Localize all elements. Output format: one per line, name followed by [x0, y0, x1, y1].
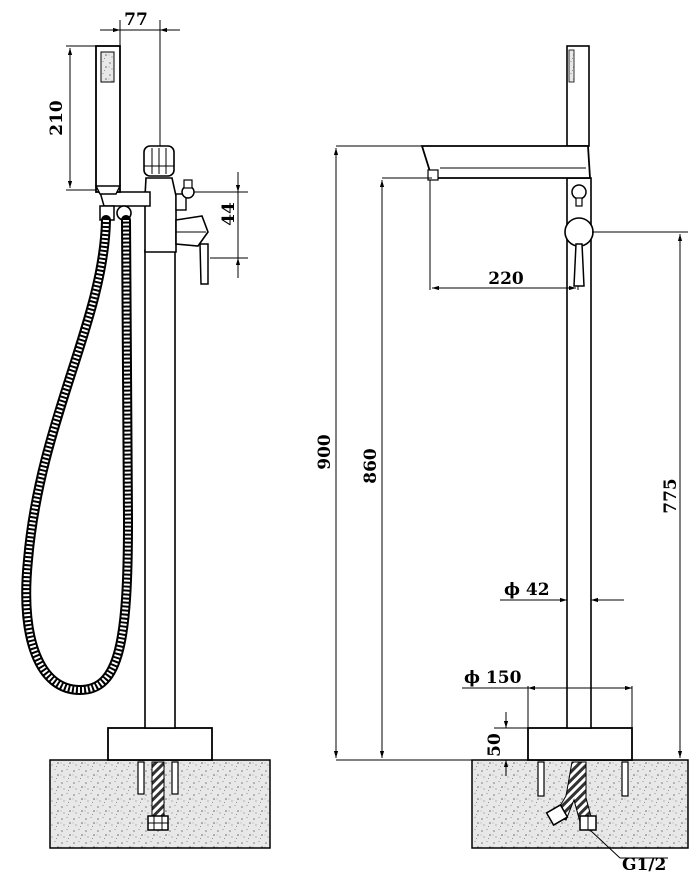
- inlet-nut-left: [147, 815, 169, 831]
- front-view: 900 860 775 220 ϕ 42 ϕ 150 50 G1/2: [315, 45, 689, 875]
- dim-valve-spacing: 44: [219, 202, 239, 226]
- dim-handshower-offset: 77: [124, 10, 148, 30]
- spout-front: [420, 145, 591, 181]
- valve-body: [144, 177, 177, 253]
- dim-handle-height: 775: [661, 478, 681, 514]
- dim-overall-height: 900: [315, 434, 335, 470]
- dim-spout-reach: 220: [488, 269, 524, 289]
- handshower-holder: [99, 191, 151, 207]
- dim-handshower-length: 210: [47, 100, 67, 136]
- base-plate-left: [107, 727, 213, 761]
- dim-inlet-thread: G1/2: [622, 855, 666, 875]
- floor-hose-left: [151, 761, 165, 819]
- shower-hose: [21, 215, 134, 696]
- main-pipe-left: [144, 249, 176, 729]
- dim-base-diameter: ϕ 150: [464, 668, 522, 688]
- main-pipe-right: [566, 177, 592, 729]
- diverter-button-front: [571, 184, 587, 207]
- dim-spout-height: 860: [361, 448, 381, 484]
- base-plate-right: [527, 727, 633, 761]
- dim-base-height: 50: [485, 733, 505, 757]
- anchor-bolts-right: [537, 761, 629, 797]
- hand-shower-side: [94, 45, 122, 195]
- side-view: 210 77 44: [21, 10, 271, 849]
- anchor-bolts-left: [137, 761, 179, 795]
- dim-pipe-diameter: ϕ 42: [504, 580, 550, 600]
- diverter-button-side: [175, 179, 195, 211]
- mixer-lever-front: [564, 217, 594, 287]
- inlet-nuts-right: [545, 803, 597, 831]
- diverter-knob: [143, 145, 175, 177]
- mixer-lever-side: [175, 215, 209, 285]
